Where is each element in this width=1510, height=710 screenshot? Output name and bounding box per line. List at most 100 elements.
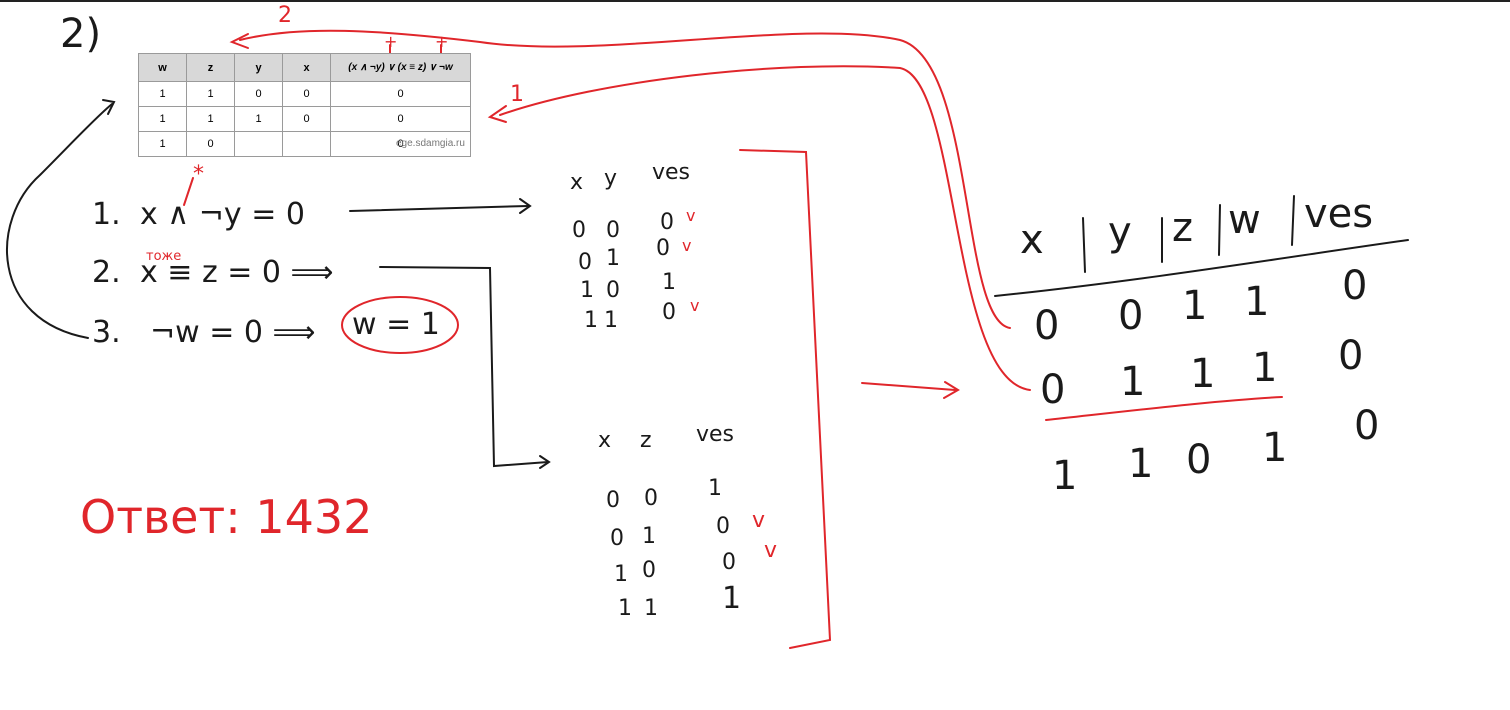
check-mark: v <box>686 206 696 225</box>
table-cell <box>282 131 331 157</box>
curve-arrow-to-table <box>6 103 113 339</box>
arrow-label-1: 1 <box>510 82 524 107</box>
table-cell: 0 <box>234 81 283 107</box>
table-cell: 1 <box>580 278 594 303</box>
table-cell: 1 <box>614 562 628 587</box>
header-y: y <box>234 53 283 82</box>
table-cell: 1 <box>1244 279 1270 325</box>
table-cell: 0 <box>1342 263 1368 309</box>
table-cell: 0 <box>572 218 586 243</box>
table-cell: 0 <box>578 250 592 275</box>
star-mark: * <box>193 162 204 187</box>
final-header-w: w <box>1228 197 1261 243</box>
table-cell: 1 <box>708 476 722 501</box>
table-cell: 1 <box>618 596 632 621</box>
table-cell: 0 <box>716 514 730 539</box>
table-cell: 1 <box>1262 425 1288 471</box>
table-cell: 1 <box>186 81 235 107</box>
final-header-x: x <box>1020 217 1044 263</box>
xy-header-x: x <box>570 170 584 195</box>
table-cell: 0 <box>610 526 624 551</box>
table-cell: 0 <box>606 278 620 303</box>
table-row: 1 0 0 <box>138 131 471 157</box>
table-cell: 1 <box>604 308 618 333</box>
xy-header-y: y <box>604 166 618 191</box>
table-cell: 0 <box>1186 437 1212 483</box>
table-cell: 1 <box>186 106 235 132</box>
final-header-y: y <box>1108 209 1132 255</box>
table-cell: 1 <box>644 596 658 621</box>
window-top-border <box>0 0 1510 2</box>
check-mark: v <box>764 538 778 563</box>
table-row: 1 1 1 0 0 <box>138 106 471 132</box>
table-cell: 0 <box>642 558 656 583</box>
final-header-underline <box>994 239 1409 297</box>
watermark: ege.sdamgia.ru <box>396 138 465 149</box>
xz-header-z: z <box>640 428 652 453</box>
problem-number: 2) <box>60 11 102 57</box>
xz-header-x: x <box>598 428 612 453</box>
table-cell: 0 <box>1338 333 1364 379</box>
table-cell: 1 <box>138 131 187 157</box>
table-cell: 0 <box>644 486 658 511</box>
table-cell: 0 <box>606 488 620 513</box>
table-cell <box>234 131 283 157</box>
header-expression: (x ∧ ¬y) ∨ (x ≡ z) ∨ ¬w <box>330 53 471 82</box>
table-cell: 0 <box>186 131 235 157</box>
red-bracket <box>739 149 832 649</box>
plus-mark: + <box>384 32 398 51</box>
header-x: x <box>282 53 331 82</box>
table-cell: 0 <box>722 550 736 575</box>
table-row: 1 1 0 0 0 <box>138 81 471 107</box>
table-cell: 0 <box>660 210 674 235</box>
condition-2-number: 2. <box>92 255 121 290</box>
table-cell: 0 <box>282 106 331 132</box>
header-z: z <box>186 53 235 82</box>
table-cell: 0 <box>282 81 331 107</box>
final-header-ves: ves <box>1304 191 1374 237</box>
table-cell: 0 <box>662 300 676 325</box>
check-mark: v <box>690 296 700 315</box>
table-cell: 1 <box>662 270 676 295</box>
table-cell: 0 <box>1034 303 1060 349</box>
condition-3-number: 3. <box>92 315 121 350</box>
table-cell: 1 <box>722 581 742 616</box>
table-cell: 0 <box>330 106 471 132</box>
table-cell: 1 <box>1120 359 1146 405</box>
check-mark: v <box>752 508 766 533</box>
table-cell: 1 <box>234 106 283 132</box>
circle-w-result <box>341 296 459 354</box>
table-cell: 1 <box>606 246 620 271</box>
table-cell: 1 <box>1182 283 1208 329</box>
table-cell: 1 <box>584 308 598 333</box>
answer-text: Ответ: 1432 <box>80 490 373 544</box>
arrow-cond1-to-xy <box>349 205 529 212</box>
table-cell: 0 <box>1040 367 1066 413</box>
red-arrow-2 <box>239 29 1011 329</box>
toje-note: тоже <box>146 249 182 264</box>
arrow-label-2: 2 <box>278 3 292 28</box>
table-cell: 1 <box>642 524 656 549</box>
printed-truth-table: w z y x (x ∧ ¬y) ∨ (x ≡ z) ∨ ¬w 1 1 0 0 … <box>138 53 471 157</box>
table-cell: 0 <box>1354 403 1380 449</box>
final-header-z: z <box>1172 205 1193 251</box>
table-cell: 1 <box>1052 453 1078 499</box>
condition-3-expression: ¬w = 0 ⟹ <box>150 315 316 350</box>
table-cell: 0 <box>1118 293 1144 339</box>
w-result: w = 1 <box>352 307 440 342</box>
table-cell: 1 <box>1128 441 1154 487</box>
table-cell: 0 <box>330 131 471 157</box>
table-header-row: w z y x (x ∧ ¬y) ∨ (x ≡ z) ∨ ¬w <box>138 53 471 82</box>
condition-2-expression: x ≡ z = 0 ⟹ <box>140 255 334 290</box>
red-arrow-into-final <box>861 382 956 391</box>
header-w: w <box>138 53 187 82</box>
table-cell: 0 <box>606 218 620 243</box>
xy-header-ves: ves <box>652 160 691 185</box>
table-cell: 1 <box>138 106 187 132</box>
xz-header-ves: ves <box>696 422 735 447</box>
table-cell: 1 <box>1252 345 1278 391</box>
plus-mark: + <box>435 32 449 51</box>
table-cell: 1 <box>138 81 187 107</box>
condition-1-number: 1. <box>92 197 121 232</box>
